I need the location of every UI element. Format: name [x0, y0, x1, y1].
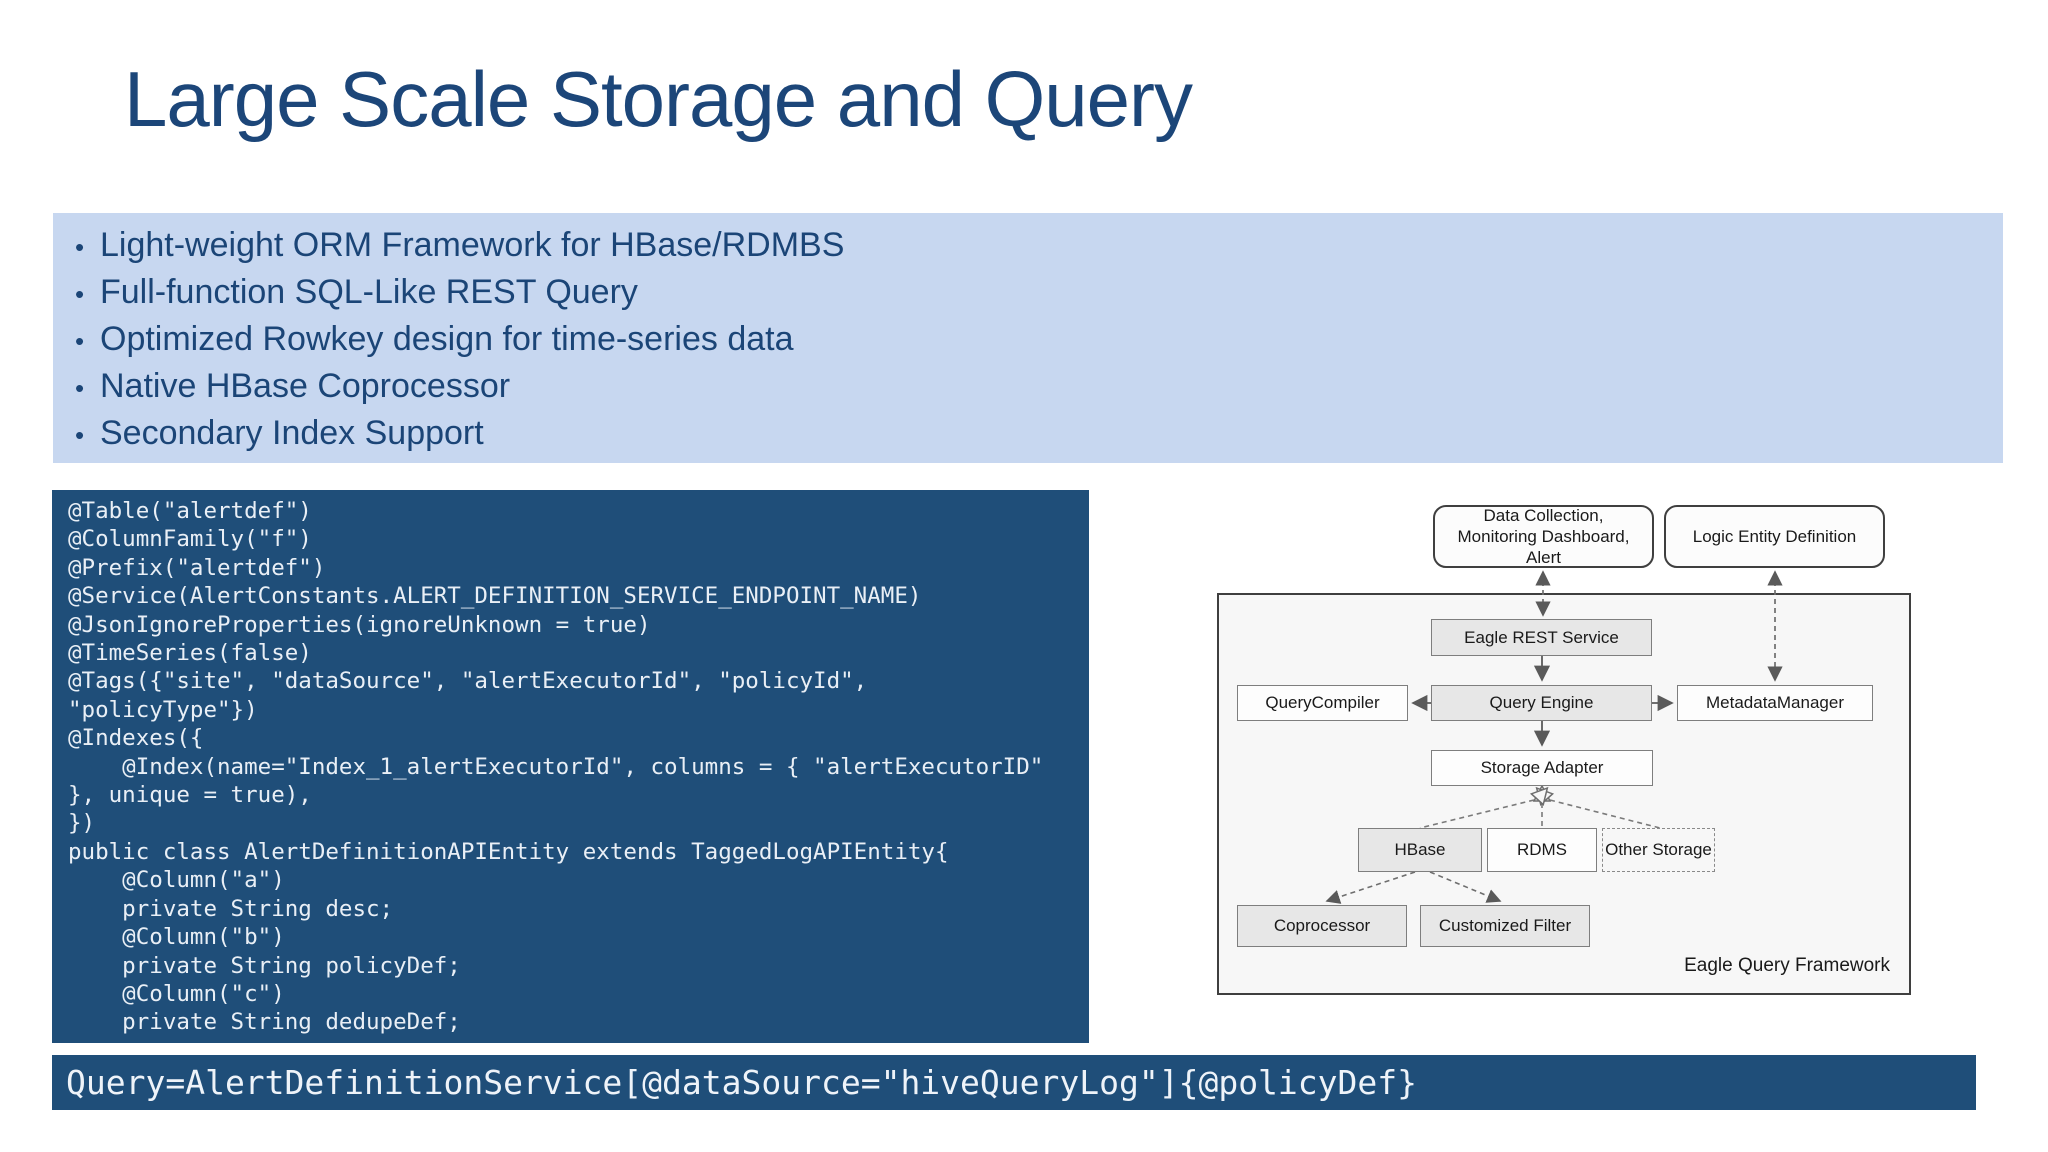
node-customized-filter: Customized Filter	[1420, 905, 1590, 947]
code-line: @Table("alertdef")	[68, 498, 312, 524]
code-line: })	[68, 810, 96, 837]
node-logic-entity-definition: Logic Entity Definition	[1664, 505, 1885, 568]
code-line: "policyType"})	[68, 696, 258, 723]
code-line: }, unique = true),	[68, 782, 312, 809]
node-eagle-rest-service: Eagle REST Service	[1431, 619, 1652, 656]
code-block: @Table("alertdef") @ColumnFamily("f") @P…	[52, 490, 1089, 1043]
bullet-icon: •	[75, 373, 85, 403]
node-storage-adapter: Storage Adapter	[1431, 750, 1653, 786]
code-line: @Index(name="Index_1_alertExecutorId", c…	[68, 753, 1044, 780]
bullet-text: Native HBase Coprocessor	[100, 367, 511, 405]
node-query-compiler: QueryCompiler	[1237, 685, 1408, 721]
code-line: private String dedupeDef;	[68, 1009, 461, 1036]
code-line: @Column("a")	[68, 867, 285, 894]
code-line: @Tags({"site", "dataSource", "alertExecu…	[68, 668, 868, 695]
bullet-icon: •	[75, 420, 85, 450]
code-line: @Column("b")	[68, 924, 285, 951]
query-text: Query=AlertDefinitionService[@dataSource…	[66, 1063, 1418, 1102]
bullet-icon: •	[75, 279, 85, 309]
list-item: • Light-weight ORM Framework for HBase/R…	[53, 222, 2003, 269]
code-line: public class AlertDefinitionAPIEntity ex…	[68, 838, 949, 865]
bullet-text: Secondary Index Support	[100, 414, 484, 452]
bullet-text: Light-weight ORM Framework for HBase/RDM…	[100, 226, 845, 264]
code-line: @JsonIgnoreProperties(ignoreUnknown = tr…	[68, 611, 651, 638]
node-metadata-manager: MetadataManager	[1677, 685, 1873, 721]
node-other-storage: Other Storage	[1602, 828, 1715, 872]
code-line: @ColumnFamily("f")	[68, 526, 312, 553]
bullet-panel: • Light-weight ORM Framework for HBase/R…	[53, 213, 2003, 463]
bullet-text: Optimized Rowkey design for time-series …	[100, 320, 794, 358]
list-item: • Native HBase Coprocessor	[53, 363, 2003, 410]
diagram-frame-label: Eagle Query Framework	[1684, 955, 1890, 976]
query-bar: Query=AlertDefinitionService[@dataSource…	[52, 1055, 1976, 1110]
code-line: private String policyDef;	[68, 952, 461, 979]
code-line: private String desc;	[68, 895, 394, 922]
code-line: @Column("c")	[68, 980, 285, 1007]
bullet-icon: •	[75, 326, 85, 356]
node-rdms: RDMS	[1487, 828, 1597, 872]
list-item: • Secondary Index Support	[53, 410, 2003, 457]
node-hbase: HBase	[1358, 828, 1482, 872]
node-data-collection: Data Collection, Monitoring Dashboard, A…	[1433, 505, 1654, 568]
bullet-text: Full-function SQL-Like REST Query	[100, 273, 638, 311]
list-item: • Optimized Rowkey design for time-serie…	[53, 316, 2003, 363]
list-item: • Full-function SQL-Like REST Query	[53, 269, 2003, 316]
bullet-icon: •	[75, 232, 85, 262]
code-line: @Indexes({	[68, 725, 204, 752]
code-line: @TimeSeries(false)	[68, 640, 312, 667]
node-coprocessor: Coprocessor	[1237, 905, 1407, 947]
node-query-engine: Query Engine	[1431, 685, 1652, 721]
code-line: @Prefix("alertdef")	[68, 554, 326, 581]
code-line: @Service(AlertConstants.ALERT_DEFINITION…	[68, 583, 922, 610]
page-title: Large Scale Storage and Query	[124, 55, 1193, 143]
